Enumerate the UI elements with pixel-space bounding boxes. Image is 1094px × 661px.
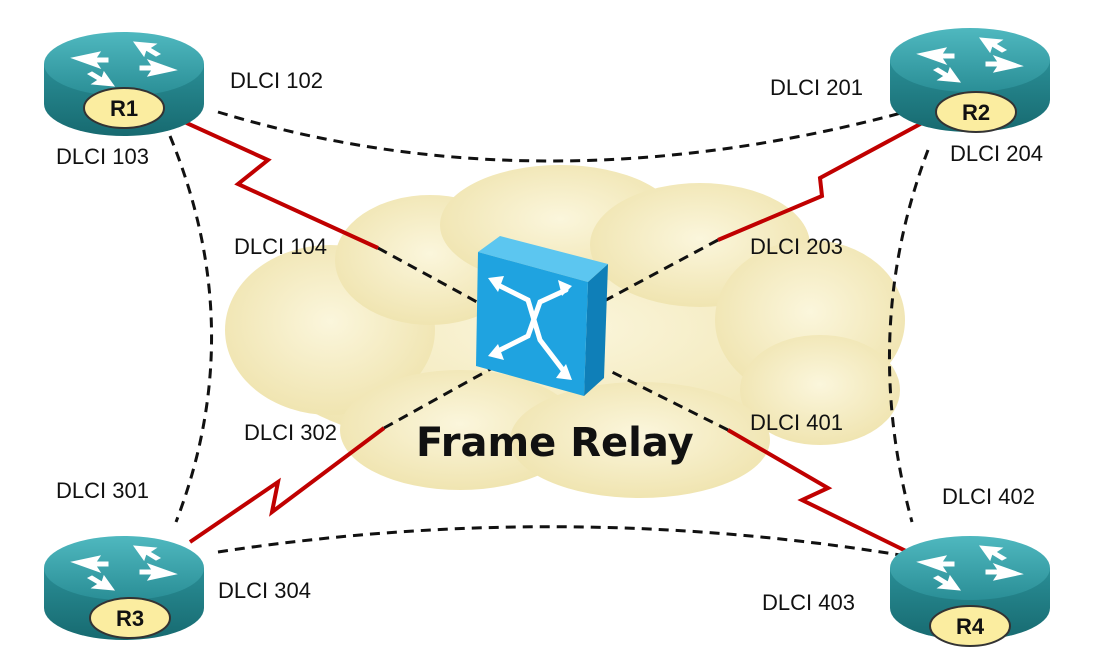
router-label-badge	[935, 91, 1017, 133]
dlci-label: DLCI 401	[750, 410, 843, 435]
dlci-label: DLCI 204	[950, 141, 1043, 166]
router-r4: R4	[889, 535, 1051, 647]
dlci-label: DLCI 403	[762, 590, 855, 615]
router-r2: R2	[889, 27, 1051, 133]
pvc-r1-r2	[217, 110, 906, 163]
cloud-title: Frame Relay	[416, 420, 694, 466]
dlci-label: DLCI 102	[230, 68, 323, 93]
router-label-badge	[83, 87, 165, 129]
router-r1: R1	[43, 31, 205, 137]
router-r3: R3	[43, 535, 205, 641]
pvc-r3-switch	[383, 364, 497, 430]
router-label: R4	[956, 614, 985, 639]
dlci-label: DLCI 304	[218, 578, 311, 603]
pvc-r3-r4	[217, 525, 901, 557]
dlci-label: DLCI 103	[56, 144, 149, 169]
router-label-badge	[929, 605, 1011, 647]
dlci-label: DLCI 104	[234, 234, 327, 259]
frame-relay-cloud	[225, 165, 905, 498]
serial-link-r3	[188, 426, 386, 544]
frame-relay-switch	[476, 236, 608, 396]
serial-link-r2	[717, 120, 925, 242]
pvc-r2-switch	[605, 238, 719, 302]
dlci-label: DLCI 301	[56, 478, 149, 503]
dlci-label: DLCI 302	[244, 420, 337, 445]
dlci-label: DLCI 203	[750, 234, 843, 259]
pvc-r1-switch	[377, 246, 489, 310]
router-label: R3	[116, 606, 144, 631]
dlci-label: DLCI 201	[770, 75, 863, 100]
router-label: R2	[962, 100, 990, 125]
router-label-badge	[89, 597, 171, 639]
switch-arrows-icon	[493, 281, 569, 377]
pvc-r2-r4	[888, 149, 930, 523]
dlci-label: DLCI 402	[942, 484, 1035, 509]
pvc-r1-r3	[168, 135, 214, 523]
pvc-r4-switch	[611, 370, 729, 432]
serial-link-r1	[179, 118, 379, 250]
serial-link-r4	[726, 428, 909, 554]
router-label: R1	[110, 96, 138, 121]
